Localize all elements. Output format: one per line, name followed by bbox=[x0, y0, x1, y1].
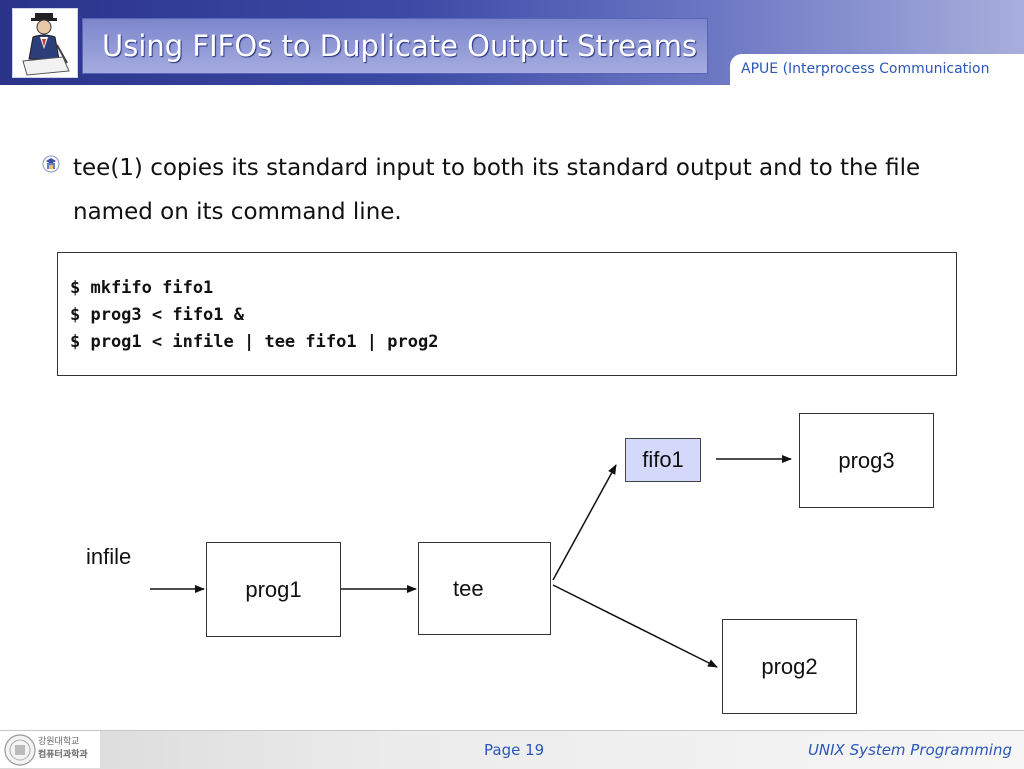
course-label: APUE (Interprocess Communication bbox=[741, 61, 990, 77]
code-line: $ mkfifo fifo1 bbox=[70, 278, 214, 298]
code-box: $ mkfifo fifo1 $ prog3 < fifo1 & $ prog1… bbox=[57, 252, 957, 376]
header-tab bbox=[730, 54, 1024, 85]
arrow-tee-to-fifo1 bbox=[552, 464, 617, 581]
university-line1: 강원대학교 bbox=[38, 737, 80, 747]
university-logo bbox=[0, 731, 100, 768]
fifo1-box: fifo1 bbox=[625, 438, 701, 482]
presenter-icon bbox=[22, 13, 70, 76]
bullet-text: tee(1) copies its standard input to both… bbox=[73, 155, 921, 225]
prog1-box: prog1 bbox=[206, 542, 341, 637]
university-name: 강원대학교 컴퓨터과학과 bbox=[38, 736, 88, 762]
arrow-tee-to-prog2 bbox=[552, 584, 718, 668]
code-line: $ prog3 < fifo1 & bbox=[70, 305, 244, 325]
page-number: Page 19 bbox=[484, 741, 545, 759]
title-panel bbox=[82, 18, 708, 74]
prog2-box: prog2 bbox=[722, 619, 857, 714]
bullet-icon bbox=[42, 155, 60, 173]
presenter-logo bbox=[12, 8, 78, 78]
infile-label: infile bbox=[86, 544, 132, 569]
footer-course: UNIX System Programming bbox=[807, 741, 1012, 759]
prog3-box: prog3 bbox=[799, 413, 934, 508]
university-seal-icon bbox=[4, 734, 36, 766]
tee-box: tee bbox=[418, 542, 551, 635]
slide-title: Using FIFOs to Duplicate Output Streams bbox=[102, 29, 698, 63]
footer-bar bbox=[0, 730, 1024, 769]
university-line2: 컴퓨터과학과 bbox=[38, 750, 88, 760]
code-line: $ prog1 < infile | tee fifo1 | prog2 bbox=[70, 332, 439, 352]
